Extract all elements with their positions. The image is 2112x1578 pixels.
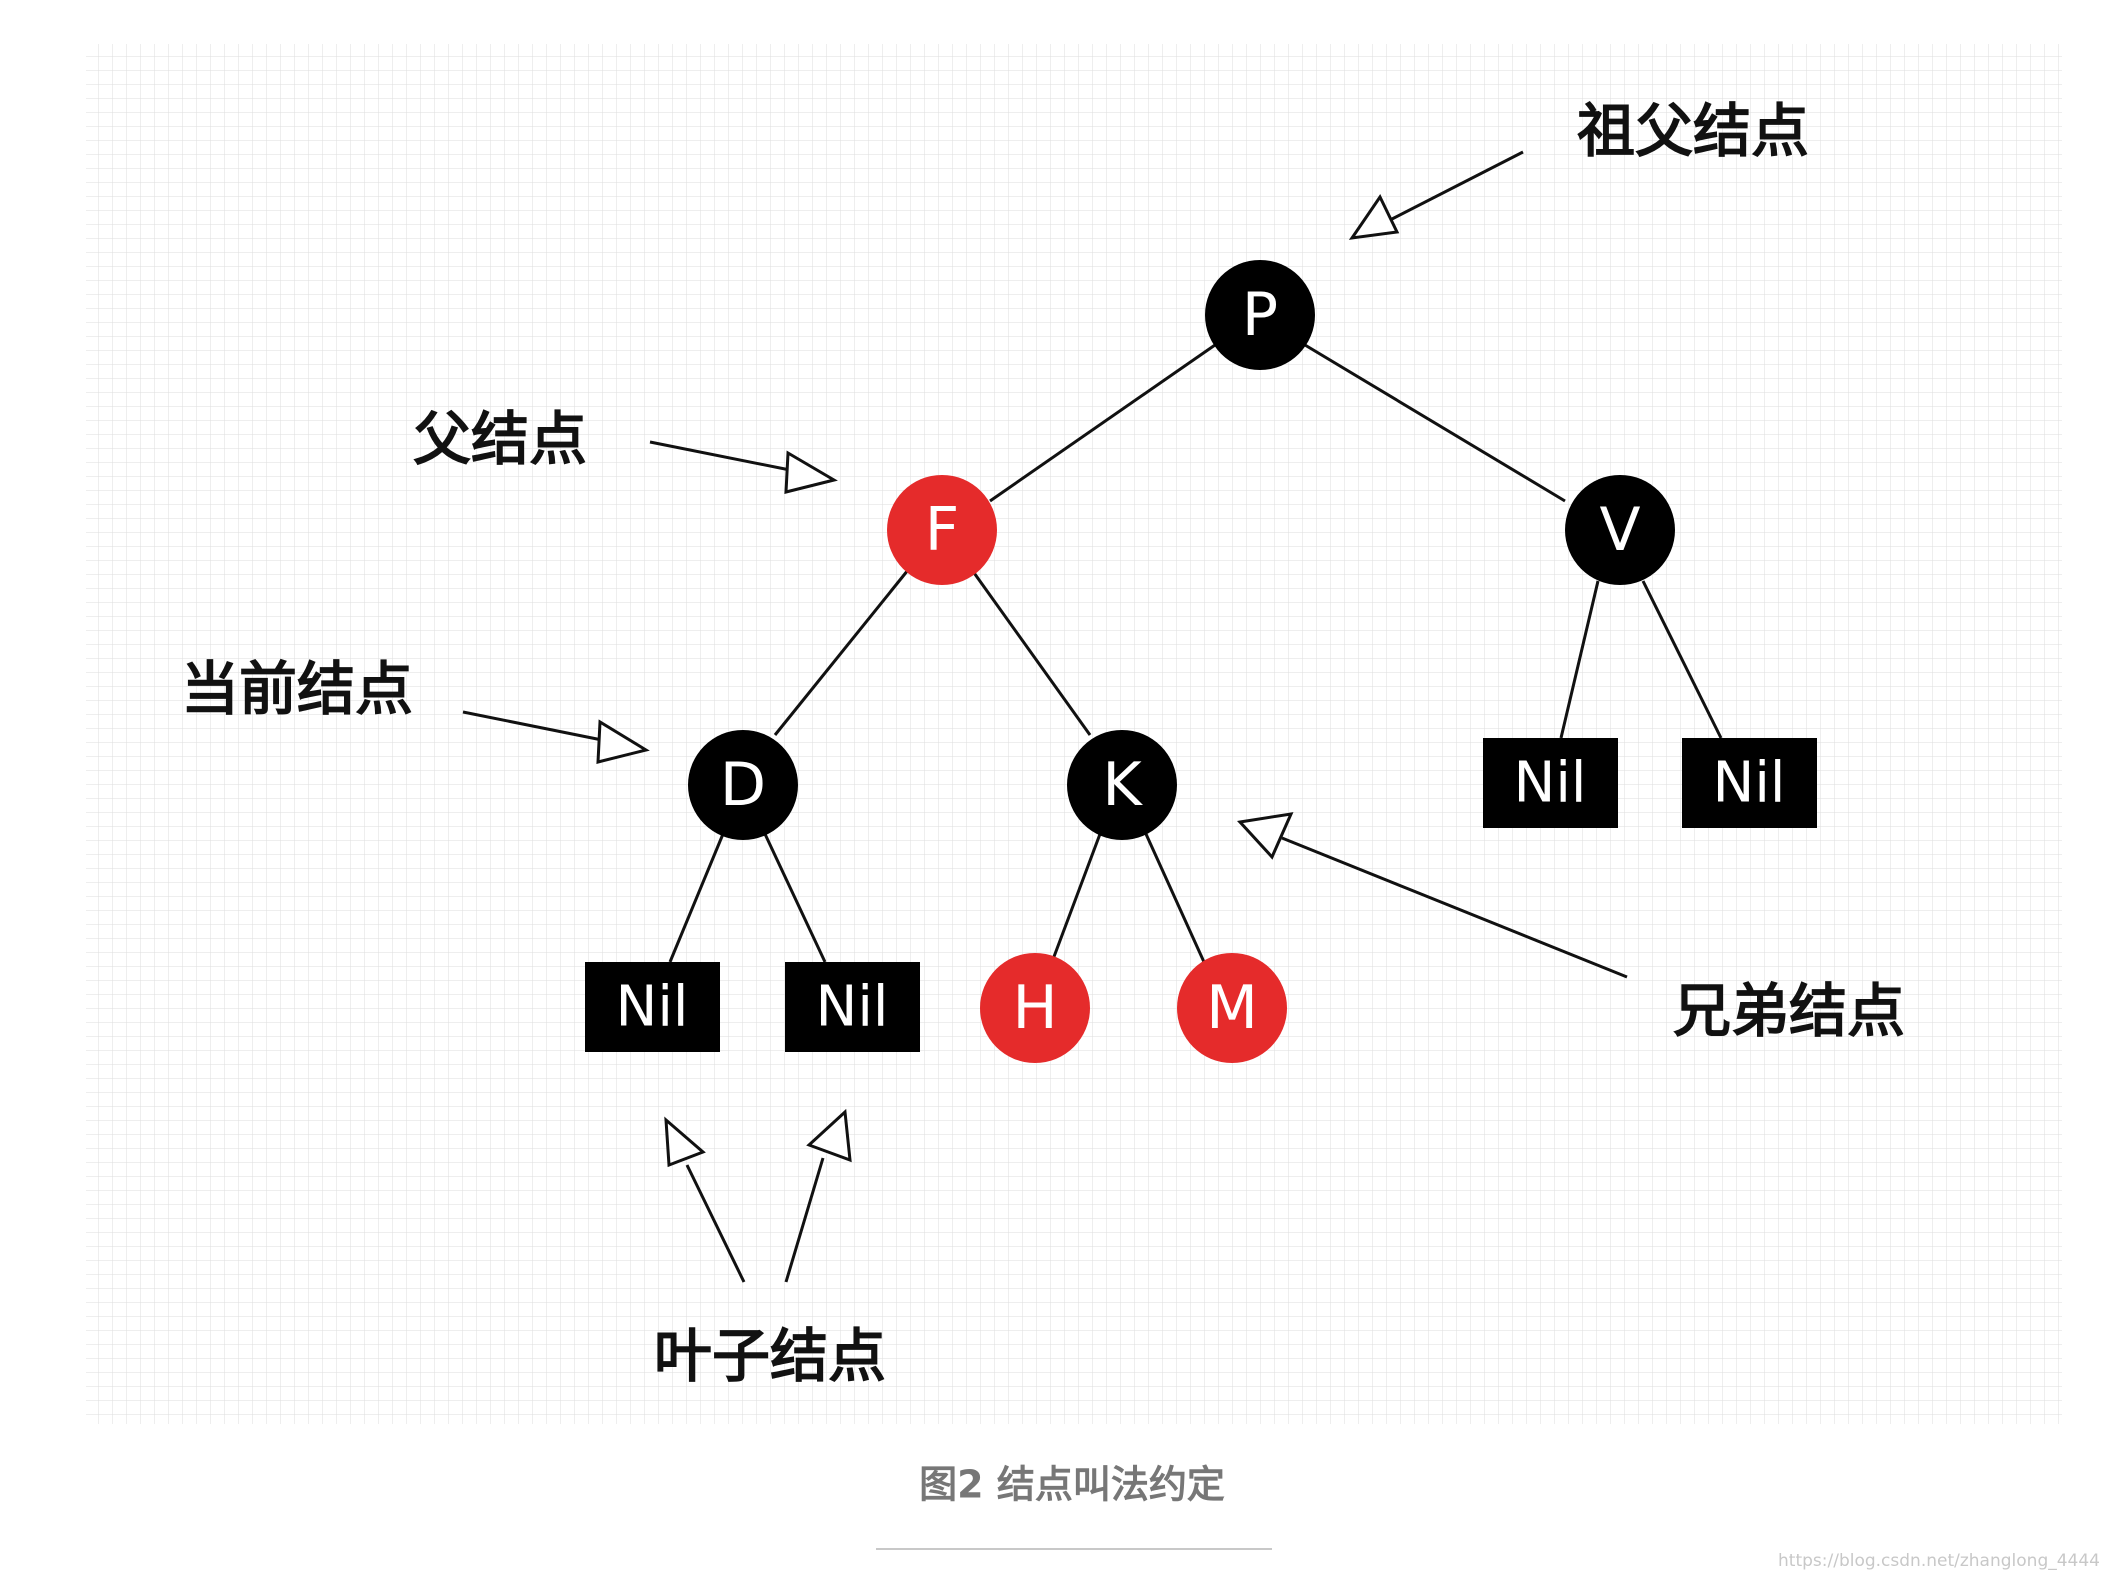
nil-leaf-v-left: Nil: [1483, 738, 1618, 828]
callout-parent-label: 父结点: [413, 405, 587, 473]
node-k-circle: [1067, 730, 1177, 840]
arrow-leaf-right: [784, 1108, 852, 1283]
node-d: D: [688, 730, 798, 840]
nil-leaf-label: Nil: [1513, 751, 1586, 816]
node-p-circle: [1205, 260, 1315, 370]
arrow-grandparent: [1348, 150, 1524, 240]
edge-d-nil-left: [668, 833, 725, 963]
node-h-circle: [980, 953, 1090, 1063]
arrow-shaft: [1281, 836, 1628, 979]
nil-leaf-d-right: Nil: [785, 962, 920, 1052]
node-h: H: [980, 953, 1090, 1063]
callout-leaf-label: 叶子结点: [654, 1322, 886, 1390]
nil-leaf-label: Nil: [815, 975, 888, 1040]
arrow-shaft: [1391, 150, 1524, 221]
nil-leaf-box: [1483, 738, 1618, 828]
arrow-shaft: [685, 1164, 746, 1283]
node-f-label: F: [925, 495, 960, 565]
arrow-head: [596, 719, 650, 764]
node-h-label: H: [1012, 973, 1057, 1043]
edge-v-nil-left: [1559, 580, 1600, 739]
node-m-label: M: [1206, 973, 1258, 1043]
figure-caption: 图2 结点叫法约定: [919, 1463, 1225, 1507]
arrow-shaft: [462, 710, 603, 742]
nil-leaf-box: [585, 962, 720, 1052]
edge-d-nil-right: [763, 833, 827, 963]
arrow-head: [1348, 194, 1400, 240]
callout-sibling-label: 兄弟结点: [1673, 977, 1905, 1045]
node-m-circle: [1177, 953, 1287, 1063]
edge-k-h: [1050, 833, 1102, 963]
arrow-head: [664, 1116, 706, 1168]
arrow-head: [806, 1108, 852, 1163]
node-p: P: [1205, 260, 1315, 370]
edge-f-k: [970, 569, 1092, 736]
nil-leaf-box: [1682, 738, 1817, 828]
node-f-circle: [887, 475, 997, 585]
arrow-sibling: [1237, 812, 1628, 979]
edge-k-m: [1144, 833, 1206, 963]
node-v-label: V: [1599, 495, 1640, 565]
arrow-leaf-left: [664, 1116, 746, 1283]
node-d-label: D: [720, 750, 766, 820]
node-v-circle: [1565, 475, 1675, 585]
node-d-circle: [688, 730, 798, 840]
callout-current-label: 当前结点: [181, 655, 413, 723]
edge-p-v: [1304, 343, 1566, 503]
node-k: K: [1067, 730, 1177, 840]
watermark-text: https://blog.csdn.net/zhanglong_4444: [1778, 1551, 2100, 1571]
node-f: F: [887, 475, 997, 585]
tree-edges: [668, 343, 1723, 963]
callout-arrows: [462, 150, 1628, 1283]
node-m: M: [1177, 953, 1287, 1063]
edge-p-f: [989, 343, 1216, 503]
nil-leaf-label: Nil: [615, 975, 688, 1040]
arrow-head: [784, 450, 838, 494]
nil-leaf-v-right: Nil: [1682, 738, 1817, 828]
node-v: V: [1565, 475, 1675, 585]
node-p-label: P: [1242, 280, 1278, 350]
edge-v-nil-right: [1641, 580, 1723, 739]
node-k-label: K: [1102, 750, 1143, 820]
arrow-shaft: [784, 1157, 825, 1283]
arrow-head: [1237, 812, 1294, 860]
arrow-current: [462, 710, 650, 764]
nil-leaf-label: Nil: [1712, 751, 1785, 816]
arrow-shaft: [649, 440, 791, 472]
nil-leaf-d-left: Nil: [585, 962, 720, 1052]
edge-f-d: [773, 569, 910, 736]
arrow-parent: [649, 440, 838, 494]
grid-lines: [86, 44, 2062, 1424]
callout-grandparent-label: 祖父结点: [1577, 97, 1809, 165]
nil-leaf-box: [785, 962, 920, 1052]
